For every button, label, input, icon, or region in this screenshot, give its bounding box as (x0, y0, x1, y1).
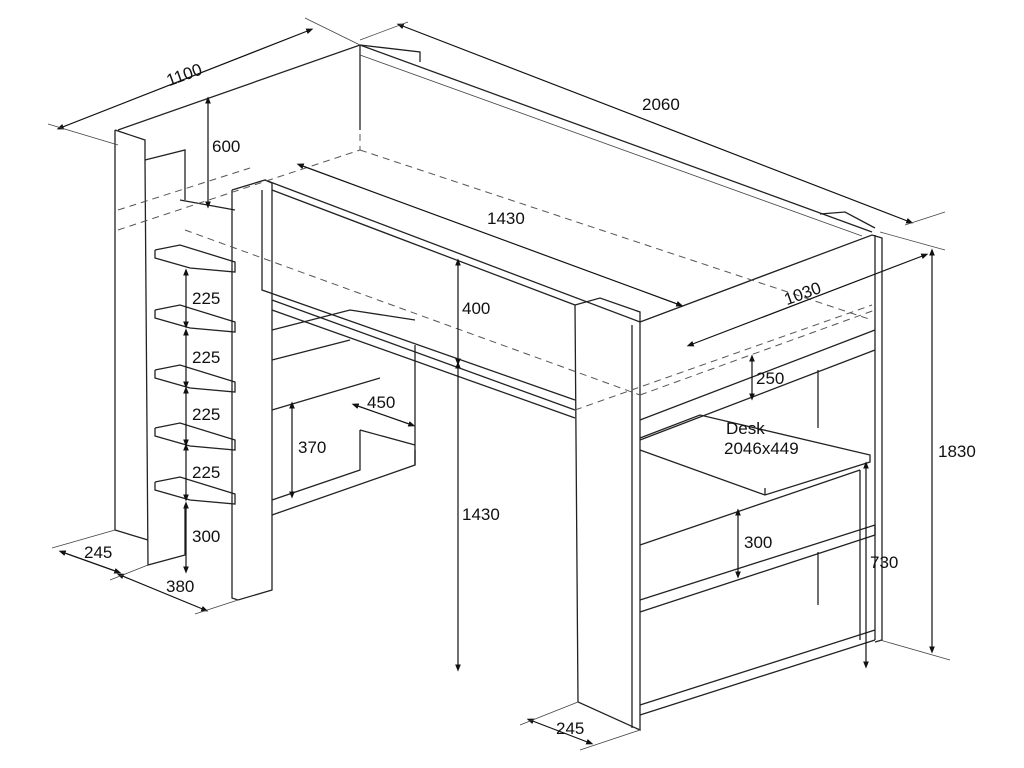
label-total-height: 1830 (938, 442, 976, 461)
label-front-panel-height: 400 (462, 299, 490, 318)
dimension-lines (47, 17, 951, 751)
label-ladder-depth: 245 (84, 543, 112, 562)
label-desk-gap: 250 (756, 369, 784, 388)
label-post-depth: 245 (556, 719, 584, 738)
label-shelf-depth: 450 (367, 393, 395, 412)
label-mattress-width: 1030 (782, 278, 824, 309)
label-desk-size: 2046x449 (724, 439, 799, 458)
label-mattress-length: 1430 (487, 209, 525, 228)
label-shelf-height: 370 (298, 438, 326, 457)
label-ladder-step-3: 225 (192, 405, 220, 424)
label-overall-length: 2060 (642, 95, 680, 114)
label-ladder-step-2: 225 (192, 348, 220, 367)
label-desk: Desk (726, 419, 765, 438)
label-overall-depth: 1100 (164, 60, 205, 90)
label-ladder-step-1: 225 (192, 289, 220, 308)
dimension-labels: 1100 2060 600 1430 1030 400 225 225 225 … (84, 60, 976, 738)
label-ladder-step-4: 225 (192, 463, 220, 482)
label-cabinet-shelf: 300 (744, 533, 772, 552)
label-ladder-bottom: 300 (192, 527, 220, 546)
label-desk-height: 730 (870, 553, 898, 572)
label-clearance-height: 1430 (462, 505, 500, 524)
label-ladder-width: 380 (166, 577, 194, 596)
label-guard-height: 600 (212, 137, 240, 156)
